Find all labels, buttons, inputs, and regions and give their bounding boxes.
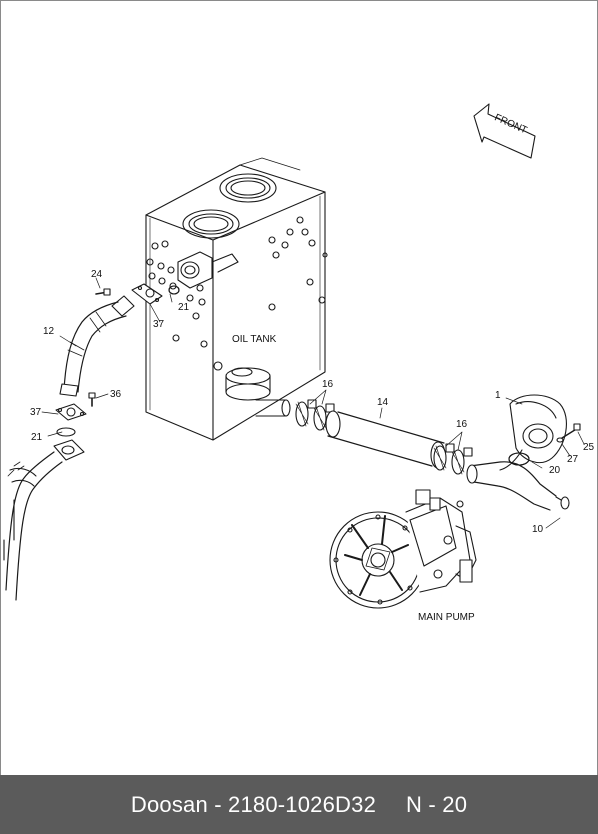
callout-37-lower: 37 (30, 407, 42, 418)
footer-page-number: N - 20 (406, 791, 468, 817)
callout-16-upper: 16 (322, 379, 334, 390)
suction-hose (325, 410, 446, 469)
footer-bar: Doosan - 2180-1026D32 N - 20 (0, 775, 598, 834)
callout-37-upper: 37 (153, 319, 165, 330)
callout-24: 24 (91, 269, 103, 280)
callout-12: 12 (43, 326, 55, 337)
callout-20: 20 (549, 465, 561, 476)
hose-clamp-pair-lower (433, 443, 473, 475)
o-ring-upper-left (168, 285, 180, 295)
callout-27: 27 (567, 454, 579, 465)
callout-36: 36 (110, 389, 122, 400)
return-hose-assembly (3, 283, 180, 601)
suction-elbow-pipe (466, 394, 581, 511)
callout-leaders (41, 277, 585, 529)
callout-1: 1 (495, 390, 501, 401)
callout-14: 14 (377, 397, 389, 408)
main-pump (329, 489, 477, 609)
callout-21-upper: 21 (178, 302, 190, 313)
footer-part-number: Doosan - 2180-1026D32 (130, 791, 377, 817)
o-ring-pump (508, 452, 530, 466)
callout-25: 25 (583, 442, 595, 453)
parts-diagram: FRONT OIL TANK MAIN PUMP 1 10 12 14 16 1… (3, 103, 595, 623)
oil-tank (145, 157, 328, 441)
main-pump-label: MAIN PUMP (418, 612, 475, 623)
hose-clamp-pair-upper (295, 399, 335, 431)
callout-10: 10 (532, 524, 544, 535)
oil-tank-label: OIL TANK (232, 334, 277, 345)
front-direction-arrow (473, 103, 536, 159)
callout-21-lower: 21 (31, 432, 43, 443)
callout-16-lower: 16 (456, 419, 468, 430)
